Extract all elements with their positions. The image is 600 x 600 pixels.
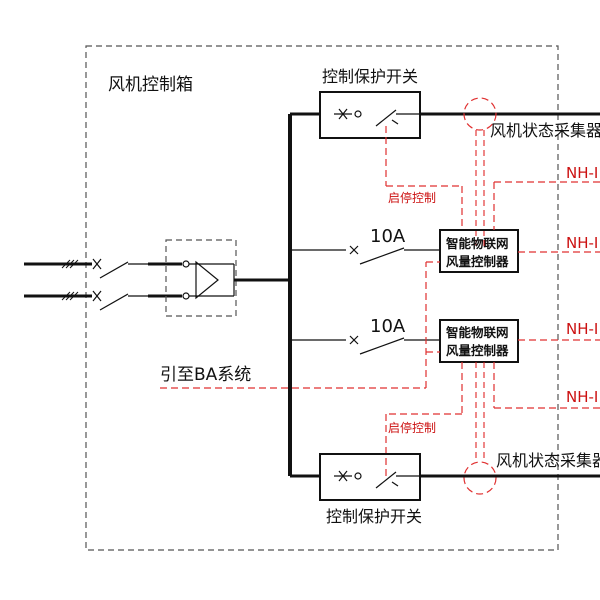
start-stop-bottom-label: 启停控制: [388, 420, 436, 435]
state-collector-bottom-label: 风机状态采集器: [496, 451, 600, 470]
transfer-switch: [165, 239, 290, 317]
controller-1-line1: 智能物联网: [445, 236, 509, 251]
nh-cable-1-label: NH-I: [566, 164, 598, 182]
protect-switch-bottom-label: 控制保护开关: [326, 507, 422, 526]
nh-cable-1: [493, 181, 600, 230]
start-stop-control-bottom: [385, 362, 463, 476]
nh-cable-4-label: NH-I: [566, 388, 598, 406]
controller-2-line1: 智能物联网: [445, 325, 509, 340]
protect-switch-bottom: [290, 453, 600, 501]
start-stop-top-label: 启停控制: [388, 190, 436, 205]
breaker-1-label: 10A: [370, 226, 406, 247]
nh-cable-2-label: NH-I: [566, 234, 598, 252]
cabinet-boundary: [85, 45, 559, 551]
nh-cable-3-label: NH-I: [566, 320, 598, 338]
controller-2-line2: 风量控制器: [446, 343, 509, 358]
nh-cable-4: [493, 362, 600, 409]
controller-1-line2: 风量控制器: [446, 254, 509, 269]
state-collector-bottom-symbol: [463, 461, 497, 495]
breaker-branch-2: [290, 335, 440, 355]
protect-switch-top-label: 控制保护开关: [322, 67, 418, 86]
start-stop-control-top: [385, 126, 463, 230]
cabinet-label: 风机控制箱: [108, 75, 193, 95]
breaker-branch-1: [290, 245, 440, 265]
protect-switch-top: [290, 91, 600, 139]
state-collector-top-symbol: [463, 97, 497, 131]
controller-1-box: [439, 229, 519, 273]
state-collector-top-label: 风机状态采集器: [490, 121, 600, 140]
incoming-feeders: [24, 258, 182, 311]
breaker-2-label: 10A: [370, 316, 406, 337]
ba-system-label: 引至BA系统: [160, 365, 251, 385]
controller-2-box: [439, 319, 519, 363]
ba-system-link: [160, 261, 440, 389]
